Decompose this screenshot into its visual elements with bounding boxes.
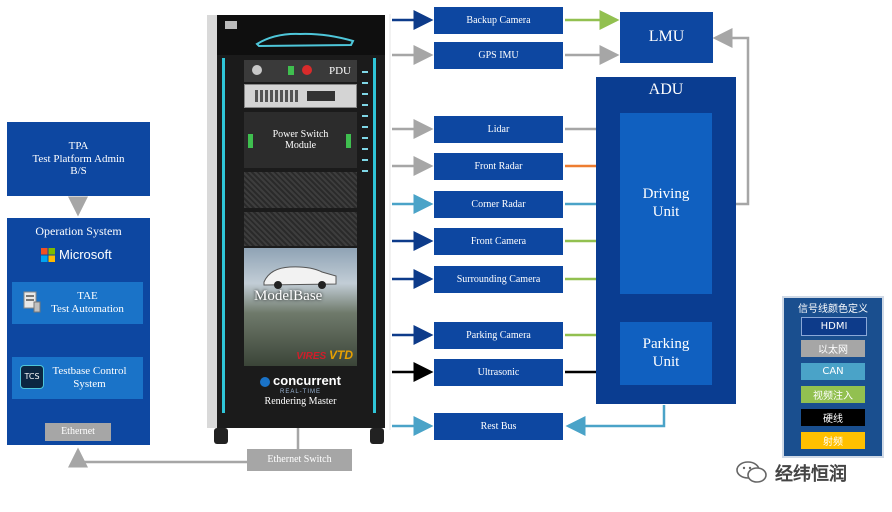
power-switch-label-1: Power Switch bbox=[272, 128, 329, 140]
car-render-icon bbox=[263, 266, 337, 289]
legend-hardwire: 硬线 bbox=[801, 409, 865, 426]
power-switch-left-indicator bbox=[248, 134, 253, 148]
rack-right-rail bbox=[373, 58, 376, 413]
pdu-unit: PDU bbox=[244, 60, 357, 82]
wechat-icon bbox=[736, 461, 767, 483]
sensor-gps-imu: GPS IMU bbox=[434, 42, 563, 69]
legend-hdmi: HDMI bbox=[801, 317, 867, 336]
os-title: Operation System bbox=[35, 224, 122, 238]
car-silhouette-icon bbox=[255, 32, 355, 48]
testbase-control-box: TCS Testbase Control System bbox=[12, 357, 143, 399]
microsoft-logo: Microsoft bbox=[41, 247, 131, 263]
legend-rf: 射频 bbox=[801, 432, 865, 449]
os-ethernet-port: Ethernet bbox=[45, 423, 111, 441]
microsoft-label: Microsoft bbox=[59, 247, 112, 262]
pdu-red-button bbox=[302, 65, 312, 75]
sensor-corner-radar: Corner Radar bbox=[434, 191, 563, 218]
lmu-box: LMU bbox=[620, 12, 713, 63]
ethernet-switch-box: Ethernet Switch bbox=[247, 449, 352, 471]
tae-title: TAE bbox=[77, 290, 98, 303]
microsoft-icon bbox=[41, 248, 55, 262]
tae-box: TAE Test Automation bbox=[12, 282, 143, 324]
sensor-parking-camera: Parking Camera bbox=[434, 322, 563, 349]
rendering-master-unit: concurrent REAL-TIME Rendering Master bbox=[244, 370, 357, 412]
driving-unit-label-1: Driving bbox=[642, 186, 690, 203]
rendering-master-label: Rendering Master bbox=[264, 396, 337, 408]
sensor-ultrasonic: Ultrasonic bbox=[434, 359, 563, 386]
rack-left-rail bbox=[222, 58, 225, 413]
testbase-subtitle: System bbox=[73, 378, 106, 390]
parking-unit-label-1: Parking bbox=[642, 336, 690, 353]
tpa-bs: B/S bbox=[70, 165, 87, 178]
modelbase-simulation-image: ModelBase VIRES VTD bbox=[244, 248, 357, 366]
tcs-logo-text: TCS bbox=[24, 372, 40, 382]
tcs-logo-icon: TCS bbox=[20, 365, 44, 389]
automation-robot-icon bbox=[23, 291, 41, 313]
legend-can: CAN bbox=[801, 363, 865, 380]
tpa-subtitle: Test Platform Admin bbox=[32, 152, 125, 165]
sensor-rest-bus: Rest Bus bbox=[434, 413, 563, 440]
adu-box: ADU Driving Unit Parking Unit bbox=[596, 77, 736, 404]
tpa-box: TPA Test Platform Admin B/S bbox=[7, 122, 150, 196]
driving-unit-label-2: Unit bbox=[652, 203, 680, 220]
concurrent-icon bbox=[260, 376, 271, 387]
watermark-text: 经纬恒润 bbox=[775, 464, 847, 485]
pdu-switch-icon bbox=[252, 65, 262, 75]
legend-video-injection: 视频注入 bbox=[801, 386, 865, 403]
sensor-surrounding-camera: Surrounding Camera bbox=[434, 266, 563, 293]
concurrent-logo: concurrent bbox=[273, 373, 341, 389]
testbase-title: Testbase Control bbox=[52, 365, 127, 378]
watermark: 经纬恒润 bbox=[735, 458, 885, 488]
rack-instrument-unit bbox=[244, 84, 357, 108]
legend-ethernet: 以太网 bbox=[801, 340, 865, 357]
modelbase-label: ModelBase bbox=[254, 288, 323, 304]
pdu-green-indicator bbox=[288, 66, 294, 75]
rack-vent-panel-2 bbox=[244, 212, 357, 246]
parking-unit: Parking Unit bbox=[620, 322, 712, 385]
rack-side-indicators bbox=[362, 62, 368, 172]
operation-system-box: Operation System Microsoft TAE Test Auto… bbox=[7, 218, 150, 445]
driving-unit: Driving Unit bbox=[620, 113, 712, 294]
legend-title: 信号线颜色定义 bbox=[798, 304, 868, 315]
tae-subtitle: Test Automation bbox=[51, 303, 124, 315]
sensor-backup-camera: Backup Camera bbox=[434, 7, 563, 34]
power-switch-right-indicator bbox=[346, 134, 351, 148]
sensor-front-radar: Front Radar bbox=[434, 153, 563, 180]
rack-vent-panel-1 bbox=[244, 172, 357, 208]
rack-wheel-left bbox=[214, 428, 228, 444]
rack-brand-mark bbox=[225, 21, 237, 29]
power-switch-label-2: Module bbox=[284, 140, 317, 151]
realtime-logo: REAL-TIME bbox=[279, 389, 321, 396]
tpa-title: TPA bbox=[68, 140, 89, 153]
vires-logo: VIRES bbox=[296, 351, 327, 362]
rack-top-logo-panel bbox=[217, 15, 385, 55]
sensor-lidar: Lidar bbox=[434, 116, 563, 143]
rack-wheel-right bbox=[370, 428, 384, 444]
power-switch-module: Power Switch Module bbox=[244, 112, 357, 168]
sensor-front-camera: Front Camera bbox=[434, 228, 563, 255]
parking-unit-label-2: Unit bbox=[652, 353, 680, 370]
adu-title: ADU bbox=[648, 81, 684, 98]
pdu-label: PDU bbox=[328, 64, 351, 77]
vtd-logo: VTD bbox=[329, 348, 353, 362]
